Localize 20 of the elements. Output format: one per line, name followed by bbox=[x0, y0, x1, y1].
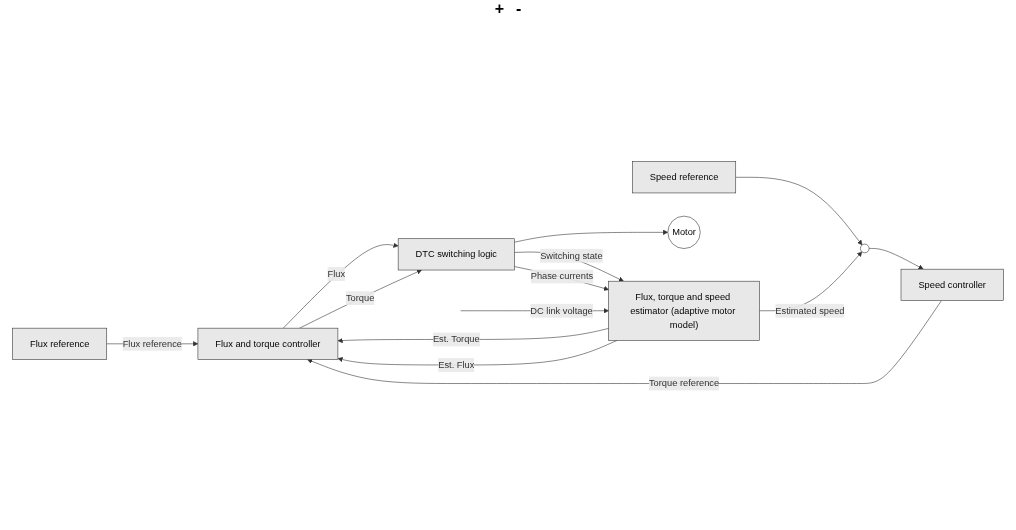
edge-label: Estimated speed bbox=[775, 305, 845, 316]
node-box: Speed controller bbox=[900, 268, 1004, 301]
edge-label: DC link voltage bbox=[530, 305, 593, 316]
node-box: Flux and torque controller bbox=[197, 327, 339, 360]
edge-label: Flux bbox=[327, 268, 346, 279]
edge-label: Phase currents bbox=[530, 271, 594, 282]
sign-label: - bbox=[516, 0, 522, 19]
node-circle bbox=[860, 243, 870, 254]
edge-label: Est. Torque bbox=[432, 334, 480, 345]
edge-label: Flux reference bbox=[122, 338, 182, 349]
node-box: Speed reference bbox=[632, 161, 737, 194]
node-circle: Motor bbox=[667, 215, 701, 249]
node-box: Flux, torque and speed estimator (adaptive motor model) bbox=[608, 280, 760, 341]
edge-label: Switching state bbox=[540, 250, 603, 261]
edge-label: Torque bbox=[345, 292, 375, 303]
edge-label: Est. Flux bbox=[438, 359, 475, 370]
edge-label: Torque reference bbox=[648, 378, 720, 389]
node-box: Flux reference bbox=[12, 327, 108, 360]
node-box: DTC switching logic bbox=[397, 238, 515, 271]
sign-label: + bbox=[494, 0, 504, 19]
